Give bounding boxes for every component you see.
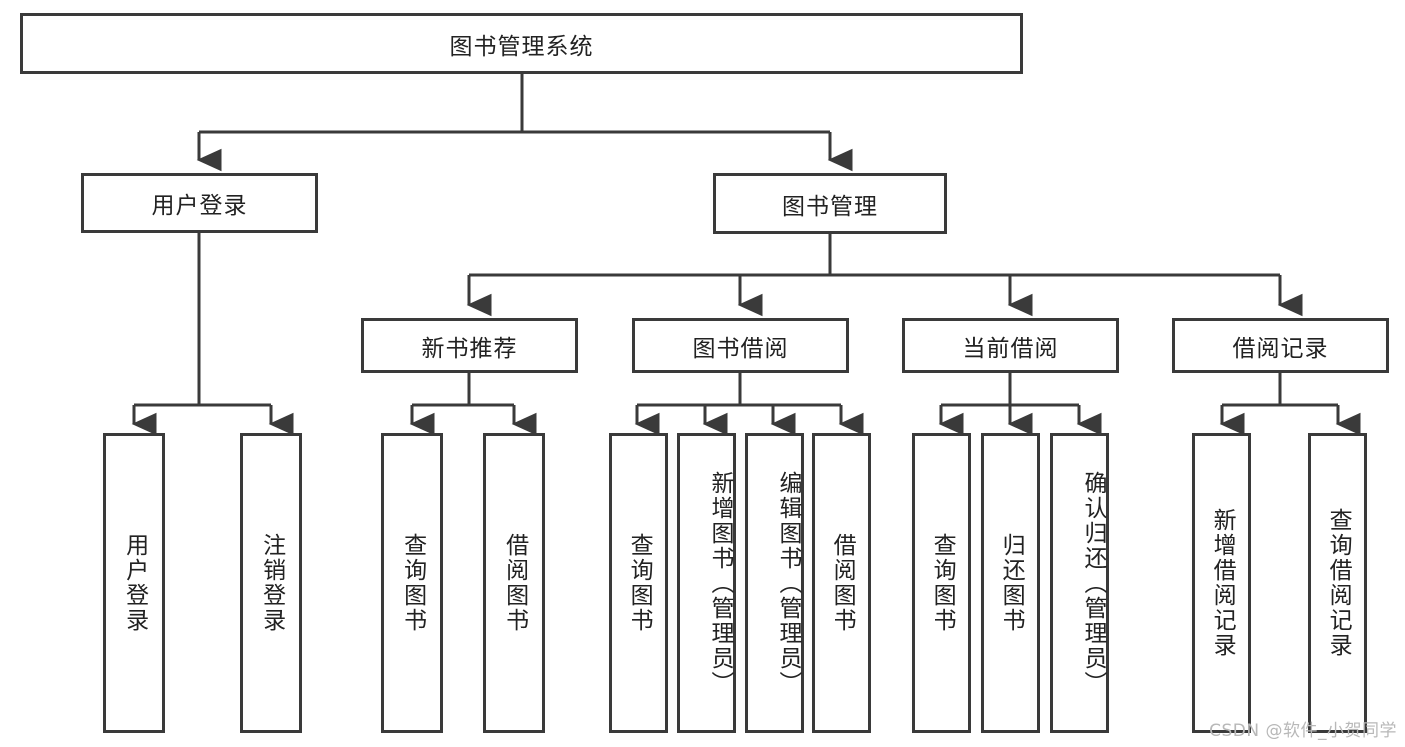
node-current-borrow[interactable]: 当前借阅: [902, 318, 1119, 373]
node-label: 当前借阅: [962, 335, 1059, 362]
node-label: 查询借阅记录: [1325, 508, 1352, 658]
leaf-current-borrow-return-book[interactable]: 归还图书: [981, 433, 1040, 733]
leaf-new-book-query-book[interactable]: 查询图书: [381, 433, 443, 733]
node-root-book-management-system[interactable]: 图书管理系统: [20, 13, 1023, 74]
node-label: 借阅图书: [501, 533, 528, 633]
node-label: 图书借阅: [692, 335, 789, 362]
leaf-new-book-borrow-book[interactable]: 借阅图书: [483, 433, 545, 733]
node-label: 图书管理: [782, 193, 878, 220]
node-label: 图书管理系统: [449, 33, 594, 60]
leaf-user-login-login[interactable]: 用户登录: [103, 433, 165, 733]
leaf-current-borrow-confirm-return-admin[interactable]: 确认归还（管理员）: [1050, 433, 1109, 733]
node-user-login[interactable]: 用户登录: [81, 173, 318, 233]
leaf-book-borrow-borrow-book[interactable]: 借阅图书: [812, 433, 871, 733]
node-label: 借阅记录: [1232, 335, 1329, 362]
leaf-borrow-record-query-record[interactable]: 查询借阅记录: [1308, 433, 1367, 733]
leaf-book-borrow-add-book-admin[interactable]: 新增图书（管理员）: [677, 433, 736, 733]
node-label: 确认归还（管理员）: [1080, 470, 1106, 696]
leaf-book-borrow-query-book[interactable]: 查询图书: [609, 433, 668, 733]
node-label: 查询图书: [929, 533, 956, 633]
node-label: 新增借阅记录: [1209, 508, 1236, 658]
node-borrow-record[interactable]: 借阅记录: [1172, 318, 1389, 373]
csdn-watermark: CSDN @软件_小贺同学: [1209, 721, 1397, 741]
node-label: 查询图书: [399, 533, 426, 633]
node-label: 新增图书（管理员）: [707, 470, 733, 696]
node-label: 用户登录: [151, 193, 248, 219]
node-label: 查询图书: [626, 533, 653, 633]
node-new-book-recommendation[interactable]: 新书推荐: [361, 318, 578, 373]
node-label: 新书推荐: [421, 335, 518, 362]
node-label: 编辑图书（管理员）: [775, 470, 801, 696]
leaf-borrow-record-add-record[interactable]: 新增借阅记录: [1192, 433, 1251, 733]
node-label: 注销登录: [258, 533, 285, 633]
leaf-book-borrow-edit-book-admin[interactable]: 编辑图书（管理员）: [745, 433, 804, 733]
node-label: 归还图书: [998, 533, 1025, 633]
leaf-user-login-logout[interactable]: 注销登录: [240, 433, 302, 733]
node-label: 借阅图书: [829, 533, 856, 633]
node-book-management[interactable]: 图书管理: [713, 173, 947, 234]
leaf-current-borrow-query-book[interactable]: 查询图书: [912, 433, 971, 733]
node-label: 用户登录: [121, 533, 148, 633]
node-book-borrow[interactable]: 图书借阅: [632, 318, 849, 373]
